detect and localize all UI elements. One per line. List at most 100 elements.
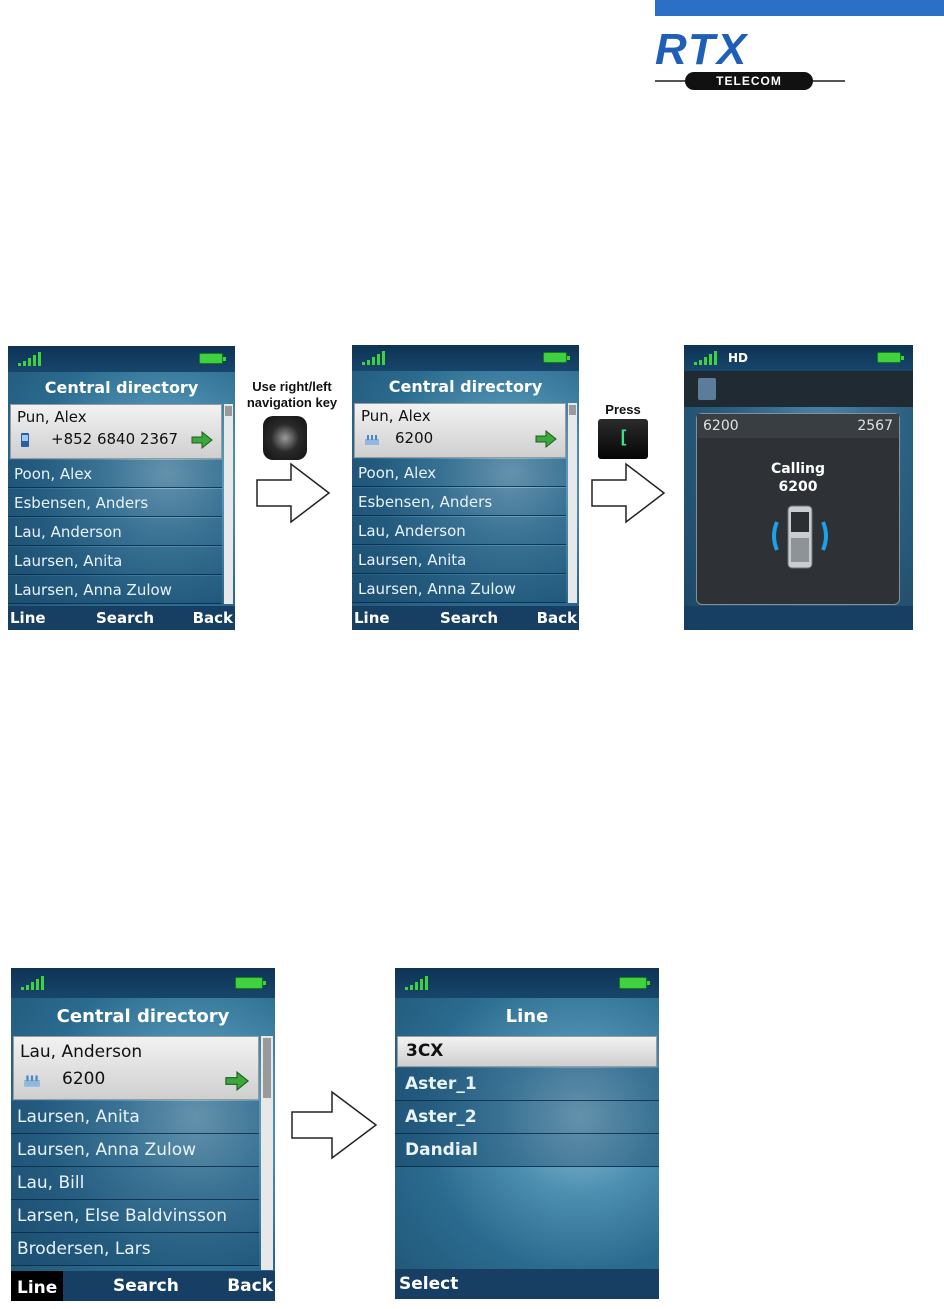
- right-arrow-icon[interactable]: [224, 1071, 250, 1091]
- softkey-line[interactable]: Line: [11, 1271, 64, 1301]
- ringing-handset-icon: [772, 505, 828, 569]
- softkey-back[interactable]: Back: [536, 609, 577, 627]
- softkey-bar: Line Search Back: [8, 606, 235, 630]
- screen-title: Central directory: [44, 378, 199, 397]
- contact-number: 6200: [395, 429, 434, 447]
- logo-brand: RTX: [655, 25, 749, 74]
- phone-screen-directory-3: Central directory Lau, Anderson 6200 Lau…: [11, 968, 275, 1301]
- softkey-line[interactable]: Line: [354, 609, 390, 627]
- list-item[interactable]: Laursen, Anna Zulow: [8, 576, 222, 604]
- desk-phone-icon: [24, 1075, 40, 1087]
- softkey-back[interactable]: Back: [227, 1276, 273, 1296]
- signal-icon: [362, 351, 388, 365]
- softkey-bar: [684, 606, 913, 630]
- battery-icon: [235, 977, 266, 989]
- screen-title: Line: [505, 1006, 549, 1027]
- softkey-search[interactable]: Search: [96, 609, 155, 627]
- call-line-header: 6200 2567: [697, 414, 899, 438]
- mobile-phone-icon: [21, 433, 29, 447]
- navigation-key-icon: [263, 416, 307, 460]
- list-item[interactable]: Lau, Anderson: [352, 517, 566, 545]
- list-item[interactable]: Larsen, Else Baldvinsson: [11, 1200, 259, 1233]
- status-bar: [11, 968, 275, 998]
- logo-top-bar: [655, 0, 944, 16]
- softkey-search[interactable]: Search: [113, 1276, 179, 1296]
- scrollbar[interactable]: [224, 404, 233, 604]
- scrollbar[interactable]: [261, 1036, 273, 1270]
- line-item[interactable]: Aster_1: [395, 1068, 659, 1101]
- scrollbar[interactable]: [568, 403, 577, 603]
- selected-contact[interactable]: Pun, Alex 6200: [354, 403, 566, 458]
- battery-icon: [877, 352, 904, 363]
- call-header: [684, 371, 913, 407]
- signal-icon: [21, 976, 47, 990]
- softkey-line[interactable]: Line: [10, 609, 46, 627]
- navigation-key-hint: Use right/left navigation key: [246, 379, 338, 410]
- softkey-bar: Select: [395, 1269, 659, 1299]
- phone-screen-directory-1: Central directory Pun, Alex +852 6840 23…: [8, 346, 235, 630]
- status-bar: HD: [684, 345, 913, 371]
- scroll-thumb[interactable]: [263, 1038, 271, 1098]
- contact-number: +852 6840 2367: [51, 430, 179, 448]
- battery-icon: [619, 977, 650, 989]
- list-item[interactable]: Lau, Anderson: [8, 518, 222, 546]
- battery-icon: [543, 352, 570, 363]
- flow-arrow-icon: [256, 462, 331, 524]
- softkey-search[interactable]: Search: [440, 609, 499, 627]
- outgoing-call-icon: [698, 378, 716, 400]
- signal-icon: [18, 352, 44, 366]
- list-item[interactable]: Laursen, Anita: [352, 546, 566, 574]
- line-item[interactable]: Aster_2: [395, 1101, 659, 1134]
- selected-line-item[interactable]: 3CX: [397, 1036, 657, 1067]
- status-bar: [352, 345, 579, 371]
- list-item[interactable]: Poon, Alex: [352, 459, 566, 487]
- logo-tagline: TELECOM: [685, 72, 813, 90]
- contact-name: Pun, Alex: [361, 407, 431, 425]
- contact-name: Pun, Alex: [17, 408, 87, 426]
- call-key-icon: [598, 419, 648, 459]
- battery-icon: [199, 353, 226, 364]
- status-bar: [395, 968, 659, 998]
- contact-name: Lau, Anderson: [20, 1042, 143, 1062]
- rtx-telecom-logo: RTX TELECOM: [655, 28, 845, 90]
- softkey-bar: Line Search Back: [11, 1271, 275, 1301]
- softkey-bar: Line Search Back: [352, 606, 579, 630]
- contact-number: 6200: [62, 1069, 106, 1089]
- call-panel: 6200 2567 Calling 6200: [696, 413, 900, 605]
- softkey-back[interactable]: Back: [192, 609, 233, 627]
- list-item[interactable]: Laursen, Anna Zulow: [352, 575, 566, 603]
- signal-icon: [405, 976, 431, 990]
- flow-arrow-icon: [591, 462, 666, 524]
- phone-screen-line-select: Line 3CX Aster_1 Aster_2 Dandial Select: [395, 968, 659, 1299]
- hd-indicator: HD: [728, 351, 749, 365]
- list-item[interactable]: Esbensen, Anders: [352, 488, 566, 516]
- list-item[interactable]: Poon, Alex: [8, 460, 222, 488]
- status-bar: [8, 346, 235, 372]
- right-arrow-icon[interactable]: [535, 430, 557, 448]
- call-status-number: 6200: [778, 479, 818, 495]
- screen-title: Central directory: [56, 1006, 230, 1027]
- desk-phone-icon: [365, 435, 379, 445]
- signal-icon: [694, 351, 720, 365]
- own-line: 2567: [857, 418, 893, 434]
- called-line: 6200: [703, 418, 739, 434]
- phone-screen-directory-2: Central directory Pun, Alex 6200 Poon, A…: [352, 345, 579, 630]
- selected-contact[interactable]: Lau, Anderson 6200: [13, 1036, 259, 1100]
- list-item[interactable]: Esbensen, Anders: [8, 489, 222, 517]
- right-arrow-icon[interactable]: [191, 431, 213, 449]
- softkey-select[interactable]: Select: [399, 1274, 459, 1294]
- scroll-thumb[interactable]: [569, 405, 576, 415]
- phone-screen-calling: HD 6200 2567 Calling 6200: [684, 345, 913, 630]
- list-item[interactable]: Brodersen, Lars: [11, 1233, 259, 1266]
- press-hint: Press: [605, 402, 641, 417]
- scroll-thumb[interactable]: [225, 406, 232, 416]
- list-item[interactable]: Laursen, Anna Zulow: [11, 1134, 259, 1167]
- call-status: Calling 6200: [697, 460, 899, 496]
- screen-title: Central directory: [388, 377, 543, 396]
- line-item[interactable]: Dandial: [395, 1134, 659, 1167]
- flow-arrow-icon: [291, 1090, 378, 1160]
- list-item[interactable]: Laursen, Anita: [8, 547, 222, 575]
- list-item[interactable]: Laursen, Anita: [11, 1101, 259, 1134]
- selected-contact[interactable]: Pun, Alex +852 6840 2367: [10, 404, 222, 459]
- list-item[interactable]: Lau, Bill: [11, 1167, 259, 1200]
